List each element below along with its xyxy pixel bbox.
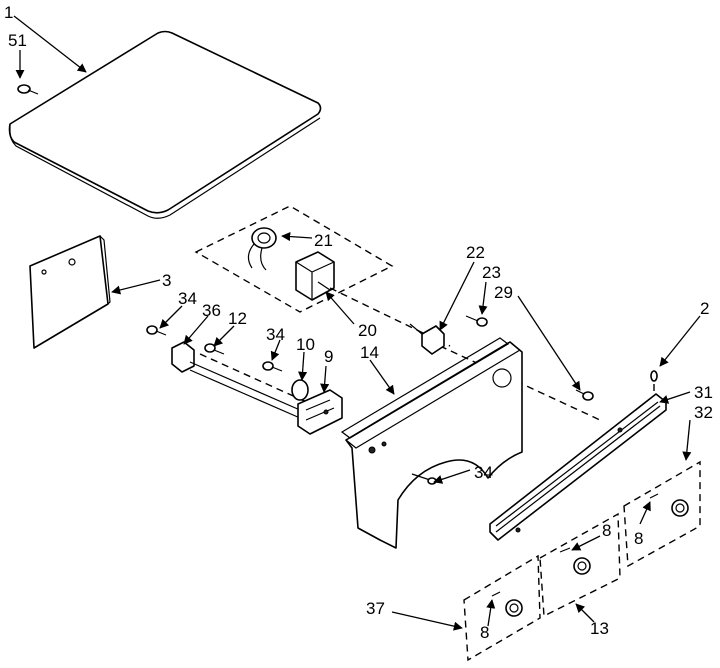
callout-2: 2 (700, 299, 709, 318)
callout-34-lower: 34 (474, 463, 493, 482)
front-panel-14 (340, 337, 523, 549)
screw-34b (262, 361, 283, 372)
callout-21: 21 (314, 231, 333, 250)
side-plate (29, 235, 111, 349)
callout-36: 36 (202, 301, 221, 320)
screw-51 (17, 84, 39, 95)
top-panel (8, 30, 322, 219)
screw-29 (575, 389, 594, 401)
screw-23 (465, 315, 488, 327)
knob-group-37 (463, 554, 541, 662)
callout-32: 32 (694, 403, 713, 422)
callout-22: 22 (466, 243, 485, 262)
bracket-10 (291, 379, 309, 401)
knob-group-13 (539, 512, 621, 618)
callout-37: 37 (366, 599, 385, 618)
callout-8-right: 8 (634, 529, 643, 548)
switch-36 (171, 341, 195, 373)
screw-34a (146, 325, 167, 336)
switch-assembly-9 (297, 389, 343, 435)
callout-20: 20 (358, 321, 377, 340)
callout-8-middle: 8 (602, 521, 611, 540)
pin-12 (204, 343, 225, 355)
callout-23: 23 (482, 263, 501, 282)
callout-10: 10 (296, 335, 315, 354)
callout-51: 51 (8, 31, 27, 50)
callout-29: 29 (494, 283, 513, 302)
callout-1: 1 (4, 3, 13, 22)
callout-34-mid: 34 (266, 325, 285, 344)
leader-lines (13, 15, 701, 631)
bracket-22 (409, 323, 445, 355)
control-panel-31 (489, 393, 667, 541)
callout-14: 14 (360, 343, 379, 362)
timer-motor-group (194, 205, 394, 313)
callout-31: 31 (694, 383, 713, 402)
timer-body (295, 251, 335, 301)
callout-3: 3 (162, 271, 171, 290)
callout-34-left: 34 (178, 289, 197, 308)
timer-motor-21 (247, 227, 277, 271)
callout-12: 12 (228, 309, 247, 328)
knob-group-32 (623, 460, 701, 568)
callout-labels: 1 51 21 3 34 36 12 34 10 9 20 14 22 23 2… (4, 3, 713, 642)
callout-8-bottom: 8 (480, 623, 489, 642)
callout-13: 13 (590, 619, 609, 638)
callout-9: 9 (324, 347, 333, 366)
